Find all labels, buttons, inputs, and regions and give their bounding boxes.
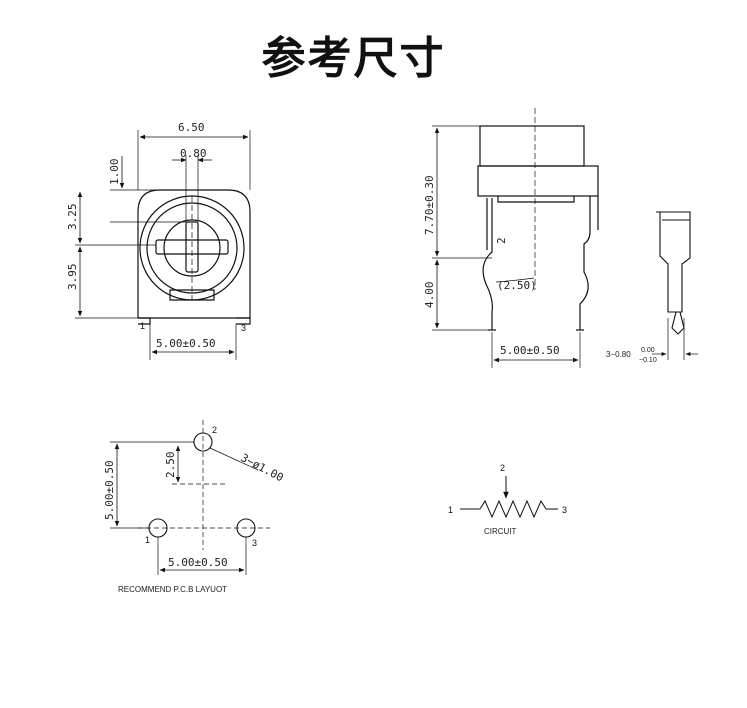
side-pin-spacing-label: 5.00±0.50 [500,344,560,357]
front-pin-3-label: 3 [241,323,246,333]
front-upper-height-label: 3.25 [66,204,79,231]
circuit-caption: CIRCUIT [484,527,517,536]
pcb-spacing-label: 5.00±0.50 [168,556,228,569]
pcb-pin-2-label: 2 [212,425,217,435]
end-view: 3−0.80 0.00 −0.10 [606,211,698,364]
end-tol-upper-label: 0.00 [641,347,655,354]
circuit-pin-2-label: 2 [500,463,505,473]
pcb-vertical-label: 5.00±0.50 [103,460,116,520]
pcb-pin-1-label: 1 [145,535,150,545]
front-pin-1-label: 1 [140,321,145,331]
front-slot-label: 0.80 [180,147,207,160]
front-pin-spacing-label: 5.00±0.50 [156,337,216,350]
side-pin-label: 2 [495,237,508,244]
side-view: 7.70±0.30 4.00 2 (2.50) 5.00±0.50 [423,108,599,368]
side-body-height-label: 7.70±0.30 [423,175,436,235]
pcb-hole-label: 3−ø1.00 [239,451,286,484]
pcb-layout: 5.00±0.50 2.50 3−ø1.00 5.00±0.50 2 1 3 R… [103,420,286,594]
page-title: 参考尺寸 [261,33,446,84]
end-tol-lower-label: −0.10 [639,357,657,364]
circuit-pin-1-label: 1 [448,505,453,515]
pcb-caption: RECOMMEND P.C.B LAYUOT [118,585,227,594]
circuit-pin-3-label: 3 [562,505,567,515]
side-bend-label: (2.50) [497,279,537,292]
end-lead-width-label: 3−0.80 [606,350,631,359]
side-lead-length-label: 4.00 [423,282,436,309]
pcb-pin-3-label: 3 [252,538,257,548]
front-lower-height-label: 3.95 [66,264,79,291]
pcb-offset-label: 2.50 [164,452,177,479]
front-view: 6.50 0.80 1.00 3.25 3.95 5.00±0.50 1 3 [66,121,251,360]
circuit-diagram: 2 1 3 CIRCUIT [448,463,567,536]
front-offset-label: 1.00 [108,159,121,186]
front-width-label: 6.50 [178,121,205,134]
